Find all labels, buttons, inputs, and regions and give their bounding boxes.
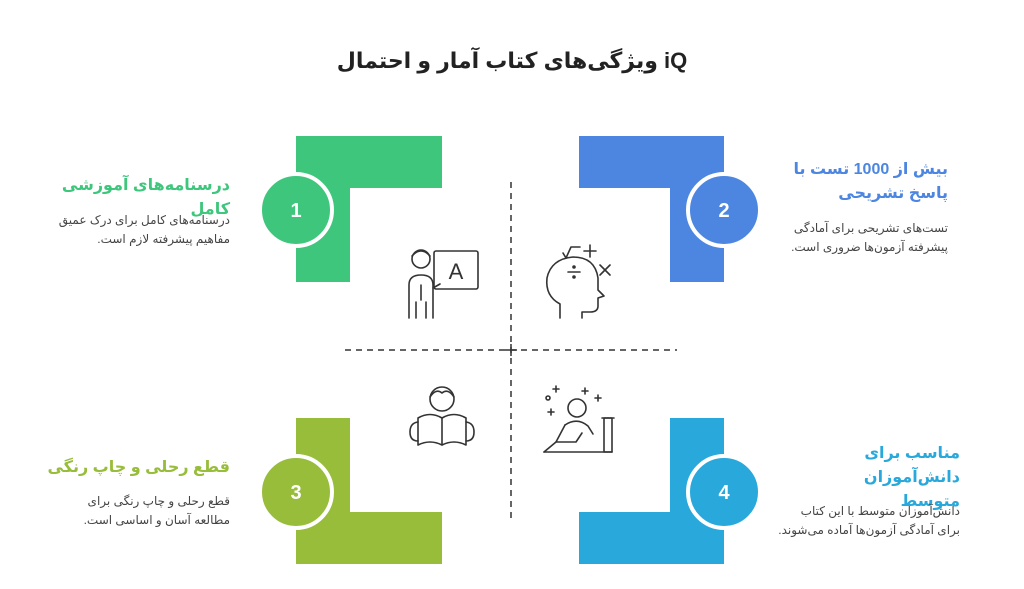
reading-person-icon	[409, 386, 475, 446]
number-circle-4	[686, 454, 762, 530]
l-shape-3	[296, 418, 442, 564]
feature-4-title: مناسب برای دانش‌آموزان متوسط	[770, 442, 960, 514]
feature-1-desc-line2: مفاهیم پیشرفته لازم است.	[97, 232, 230, 246]
feature-2-desc-line2: پیشرفته آزمون‌ها ضروری است.	[791, 240, 948, 254]
number-3: 3	[290, 482, 301, 504]
feature-4-desc: دانش‌آموزان متوسط با این کتاب برای آمادگ…	[760, 502, 960, 540]
studying-student-icon	[543, 385, 615, 453]
feature-2-title-line1: بیش از 1000 تست با	[793, 161, 948, 178]
number-4: 4	[718, 482, 730, 504]
feature-2-desc-line1: تست‌های تشریحی برای آمادگی	[793, 221, 948, 235]
number-2: 2	[718, 200, 729, 222]
feature-3-title: قطع رحلی و چاپ رنگی	[47, 459, 230, 476]
teacher-board-letter: A	[449, 259, 464, 284]
feature-2-desc: تست‌های تشریحی برای آمادگی پیشرفته آزمون…	[780, 219, 948, 257]
feature-2-title: بیش از 1000 تست با پاسخ تشریحی	[788, 158, 948, 206]
page-title: iQ ویژگی‌های کتاب آمار و احتمال	[336, 48, 688, 73]
math-head-icon	[545, 244, 611, 319]
l-shape-2	[579, 136, 724, 282]
feature-3-desc: قطع رحلی و چاپ رنگی برای مطالعه آسان و ا…	[20, 492, 230, 530]
feature-4-title-line2: متوسط	[900, 493, 960, 510]
l-shape-1	[296, 136, 442, 282]
number-circle-3	[258, 454, 334, 530]
feature-2-title-line2: پاسخ تشریحی	[838, 185, 948, 202]
l-shape-4	[579, 418, 724, 564]
feature-1-desc: درسنامه‌های کامل برای درک عمیق مفاهیم پی…	[20, 211, 230, 249]
feature-1-title: درسنامه‌های آموزشی کامل	[61, 177, 230, 218]
number-circle-2	[686, 172, 762, 248]
feature-1-desc-line1: درسنامه‌های کامل برای درک عمیق	[58, 213, 230, 227]
teacher-board-icon: A	[408, 249, 479, 319]
number-1: 1	[290, 200, 301, 222]
number-circle-1	[258, 172, 334, 248]
feature-3-desc-line2: مطالعه آسان و اساسی است.	[83, 513, 230, 527]
feature-4-title-line1: مناسب برای دانش‌آموزان	[863, 445, 960, 486]
feature-4-desc-line1: دانش‌آموزان متوسط با این کتاب	[800, 504, 960, 518]
feature-3-desc-line1: قطع رحلی و چاپ رنگی برای	[87, 494, 230, 508]
feature-4-desc-line2: برای آمادگی آزمون‌ها آماده می‌شوند.	[778, 523, 960, 537]
